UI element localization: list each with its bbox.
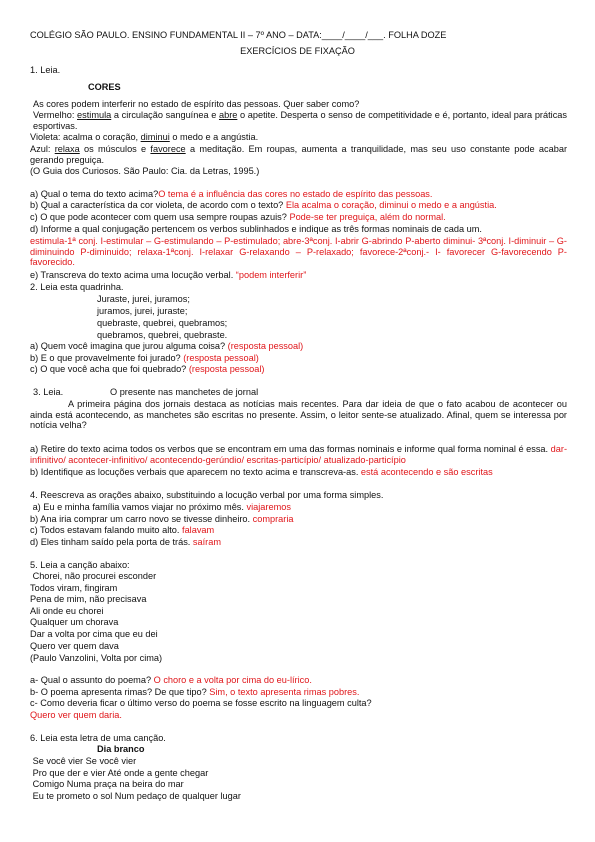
underlined-verb: estimula xyxy=(77,110,112,120)
q4-item-d: d) Eles tinham saído pela porta de trás.… xyxy=(30,537,222,547)
q6-verse: Pro que der e vier Até onde a gente cheg… xyxy=(30,768,209,778)
q1-item-b: b) Qual a característica da cor violeta,… xyxy=(30,200,497,210)
answer: (resposta pessoal) xyxy=(186,364,265,374)
answer: dar-infinitivo/ acontecer-infinitivo/ ac… xyxy=(30,444,567,465)
answer: (resposta pessoal) xyxy=(225,341,304,351)
q1-item-c: c) O que pode acontecer com quem usa sem… xyxy=(30,212,446,222)
q1-item-a: a) Qual o tema do texto acima?O tema é a… xyxy=(30,189,433,199)
q1-label: 1. Leia. xyxy=(30,65,61,75)
q3-label: 3. Leia. xyxy=(33,387,64,397)
q2-verse: juramos, jurei, juraste; xyxy=(97,306,188,316)
underlined-verb: favorece xyxy=(150,144,186,154)
q5-verse: Qualquer um chorava xyxy=(30,617,119,627)
q2-verse: quebraste, quebrei, quebramos; xyxy=(97,318,228,328)
answer: (resposta pessoal) xyxy=(180,353,259,363)
answer: viajaremos xyxy=(243,502,291,512)
q5-source: (Paulo Vanzolini, Volta por cima) xyxy=(30,653,163,663)
header-subtitle: EXERCÍCIOS DE FIXAÇÃO xyxy=(240,46,355,56)
header-title: COLÉGIO SÃO PAULO. ENSINO FUNDAMENTAL II… xyxy=(30,30,447,40)
q1-item-d-answer: estimula-1ª conj. I-estimular – G-estimu… xyxy=(30,236,567,268)
q1-text-title: CORES xyxy=(88,82,121,92)
q2-verse: Juraste, jurei, juramos; xyxy=(97,294,190,304)
q5-label: 5. Leia a canção abaixo: xyxy=(30,560,130,570)
answer: O choro e a volta por cima do eu-lírico. xyxy=(151,675,312,685)
q1-item-d: d) Informe a qual conjugação pertencem o… xyxy=(30,224,482,234)
answer: Ela acalma o coração, diminui o medo e a… xyxy=(283,200,497,210)
q4-label: 4. Reescreva as orações abaixo, substitu… xyxy=(30,490,384,500)
q2-verse: quebramos, quebrei, quebraste. xyxy=(97,330,228,340)
q2-item-b: b) E o que provavelmente foi jurado? (re… xyxy=(30,353,259,363)
q6-verse: Eu te prometo o sol Num pedaço de qualqu… xyxy=(30,791,241,801)
q5-verse: Dar a volta por cima que eu dei xyxy=(30,629,158,639)
q4-item-c: c) Todos estavam falando muito alto. fal… xyxy=(30,525,215,535)
q1-vermelho: Vermelho: estimula a circulação sanguíne… xyxy=(33,110,567,131)
underlined-verb: relaxa xyxy=(54,144,80,154)
answer: “podem interferir” xyxy=(233,270,307,280)
q6-verse: Comigo Numa praça na beira do mar xyxy=(30,779,184,789)
q4-item-b: b) Ana iria comprar um carro novo se tiv… xyxy=(30,514,294,524)
answer: está acontecendo e são escritas xyxy=(358,467,493,477)
q3-item-a: a) Retire do texto acima todos os verbos… xyxy=(30,444,567,465)
q3-text-title: O presente nas manchetes de jornal xyxy=(110,387,259,397)
q6-verse: Se você vier Se você vier xyxy=(30,756,137,766)
answer: Sim, o texto apresenta rimas pobres. xyxy=(206,687,360,697)
q5-item-a: a- Qual o assunto do poema? O choro e a … xyxy=(30,675,312,685)
q3-item-b: b) Identifique as locuções verbais que a… xyxy=(30,467,493,477)
q5-item-c-answer: Quero ver quem daria. xyxy=(30,710,122,720)
q3-paragraph: A primeira página dos jornais destaca as… xyxy=(30,399,567,431)
answer: Pode-se ter preguiça, além do normal. xyxy=(286,212,446,222)
answer: falavam xyxy=(179,525,215,535)
q5-verse: Todos viram, fingiram xyxy=(30,583,118,593)
q5-verse: Chorei, não procurei esconder xyxy=(30,571,157,581)
q5-item-b: b- O poema apresenta rimas? De que tipo?… xyxy=(30,687,360,697)
underlined-verb: abre xyxy=(218,110,238,120)
q6-text-title: Dia branco xyxy=(97,744,145,754)
underlined-verb: diminui xyxy=(140,132,170,142)
q5-verse: Quero ver quem dava xyxy=(30,641,119,651)
q5-verse: Ali onde eu chorei xyxy=(30,606,104,616)
q5-item-c: c- Como deveria ficar o último verso do … xyxy=(30,698,372,708)
q1-item-e: e) Transcreva do texto acima uma locução… xyxy=(30,270,307,280)
q5-verse: Pena de mim, não precisava xyxy=(30,594,147,604)
answer: saíram xyxy=(190,537,222,547)
q1-intro: As cores podem interferir no estado de e… xyxy=(33,99,360,109)
answer: compraria xyxy=(250,514,294,524)
q2-item-a: a) Quem você imagina que jurou alguma co… xyxy=(30,341,304,351)
q6-label: 6. Leia esta letra de uma canção. xyxy=(30,733,166,743)
q2-item-c: c) O que você acha que foi quebrado? (re… xyxy=(30,364,265,374)
answer: O tema é a influência das cores no estad… xyxy=(158,189,433,199)
q1-source: (O Guia dos Curiosos. São Paulo: Cia. da… xyxy=(30,166,260,176)
q1-violeta: Violeta: acalma o coração, diminui o med… xyxy=(30,132,259,142)
q1-azul: Azul: relaxa os músculos e favorece a me… xyxy=(30,144,568,165)
q2-label: 2. Leia esta quadrinha. xyxy=(30,282,124,292)
q4-item-a: a) Eu e minha família vamos viajar no pr… xyxy=(30,502,291,512)
